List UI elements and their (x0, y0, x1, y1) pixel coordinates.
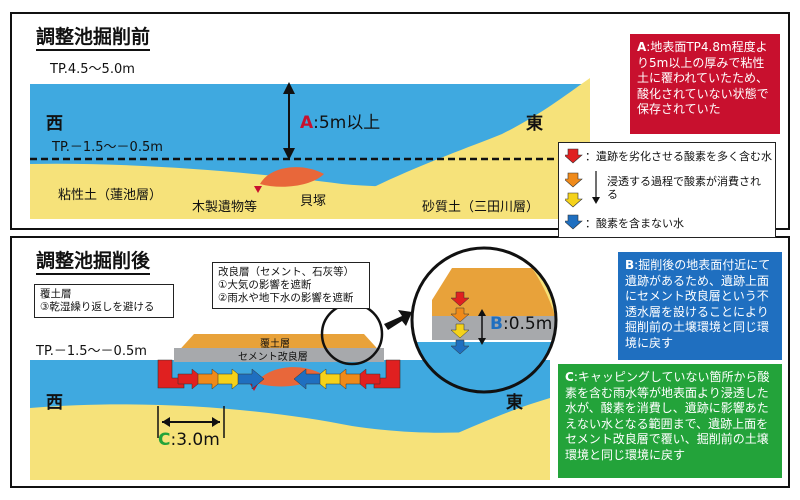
legend-row-oxygen-rich: ：遺跡を劣化させる酸素を多く含む水 (585, 150, 772, 163)
label-c: C:3.0m (158, 430, 220, 450)
clay-label: 粘性土（蓮池層） (58, 188, 163, 203)
sand-layer (312, 78, 590, 219)
wood-label: 木製遺物等 (192, 200, 258, 215)
cement-layer-label: セメント改良層 (238, 352, 308, 363)
tp-bottom-label: TP.－1.5～－0.5m (36, 344, 147, 359)
legend-orange-arrow-icon (565, 172, 583, 188)
callout-cover-layer: 覆土層 ③乾湿繰り返しを避ける (34, 284, 174, 318)
zoom-circle-content (412, 248, 556, 392)
after-cross-section (30, 246, 558, 480)
arrow-down-head (283, 148, 295, 160)
zoom-circle-border (410, 246, 558, 394)
before-excavation-panel: 調整池掘削前 TP.4.5～5.0m 西 東 A:5m以上 TP.－1.5～－0… (10, 12, 790, 230)
note-c: C:キャッピングしていない箇所から酸素を含む雨水等が地表面より浸透した水が、酸素… (558, 364, 782, 478)
legend-row-no-oxygen: ：酸素を含まない水 (585, 217, 684, 230)
sand-layer (342, 398, 550, 480)
after-excavation-panel: 調整池掘削後 覆土層 ③乾湿繰り返しを避ける 改良層（セメント、石灰等） ①大気… (10, 236, 790, 488)
after-title: 調整池掘削後 (36, 246, 151, 275)
legend-down-arrow-icon (592, 171, 600, 204)
legend-icons (565, 148, 583, 230)
legend-box: ：遺跡を劣化させる酸素を多く含む水 浸透する過程で酸素が消費される ：酸素を含ま… (558, 142, 776, 238)
label-b: B:0.5m (490, 314, 553, 334)
note-a: A:地表面TP4.8m程度より5m以上の厚みで粘性土に覆われていたため、酸化され… (630, 34, 780, 134)
left-flow-arrows (177, 368, 265, 390)
legend-blue-arrow-icon (565, 214, 583, 230)
tp-bottom-label: TP.－1.5～－0.5m (52, 140, 163, 155)
callout-improvement-layer: 改良層（セメント、石灰等） ①大気の影響を遮断 ②雨水や地下水の影響を遮断 (212, 262, 370, 309)
legend-row-consumed: 浸透する過程で酸素が消費される (607, 175, 761, 201)
arrow-up-head (283, 82, 295, 94)
shell-label: 貝塚 (300, 194, 327, 209)
sand-label: 砂質土（三田川層） (422, 200, 540, 215)
label-a: A:5m以上 (300, 113, 381, 133)
shell-mound-shape (260, 167, 324, 187)
legend-yellow-arrow-icon (565, 192, 583, 208)
before-cross-section (30, 78, 590, 219)
cement-layer-shape (174, 348, 384, 362)
east-label: 東 (506, 393, 523, 413)
right-flow-arrows (293, 368, 381, 390)
east-label: 東 (526, 114, 543, 134)
before-title: 調整池掘削前 (36, 22, 151, 51)
legend-red-arrow-icon (565, 148, 583, 164)
note-b: B:掘削後の地表面付近にて遺跡があるため、遺跡上面にセメント改良層という不透水層… (618, 252, 782, 360)
zoom-pointer-icon (384, 310, 412, 330)
wooden-relic-marker (254, 186, 262, 193)
tp-top-label: TP.4.5～5.0m (50, 62, 135, 77)
west-label: 西 (46, 393, 63, 413)
west-label: 西 (46, 114, 63, 134)
cover-layer-label: 覆土層 (260, 339, 290, 350)
